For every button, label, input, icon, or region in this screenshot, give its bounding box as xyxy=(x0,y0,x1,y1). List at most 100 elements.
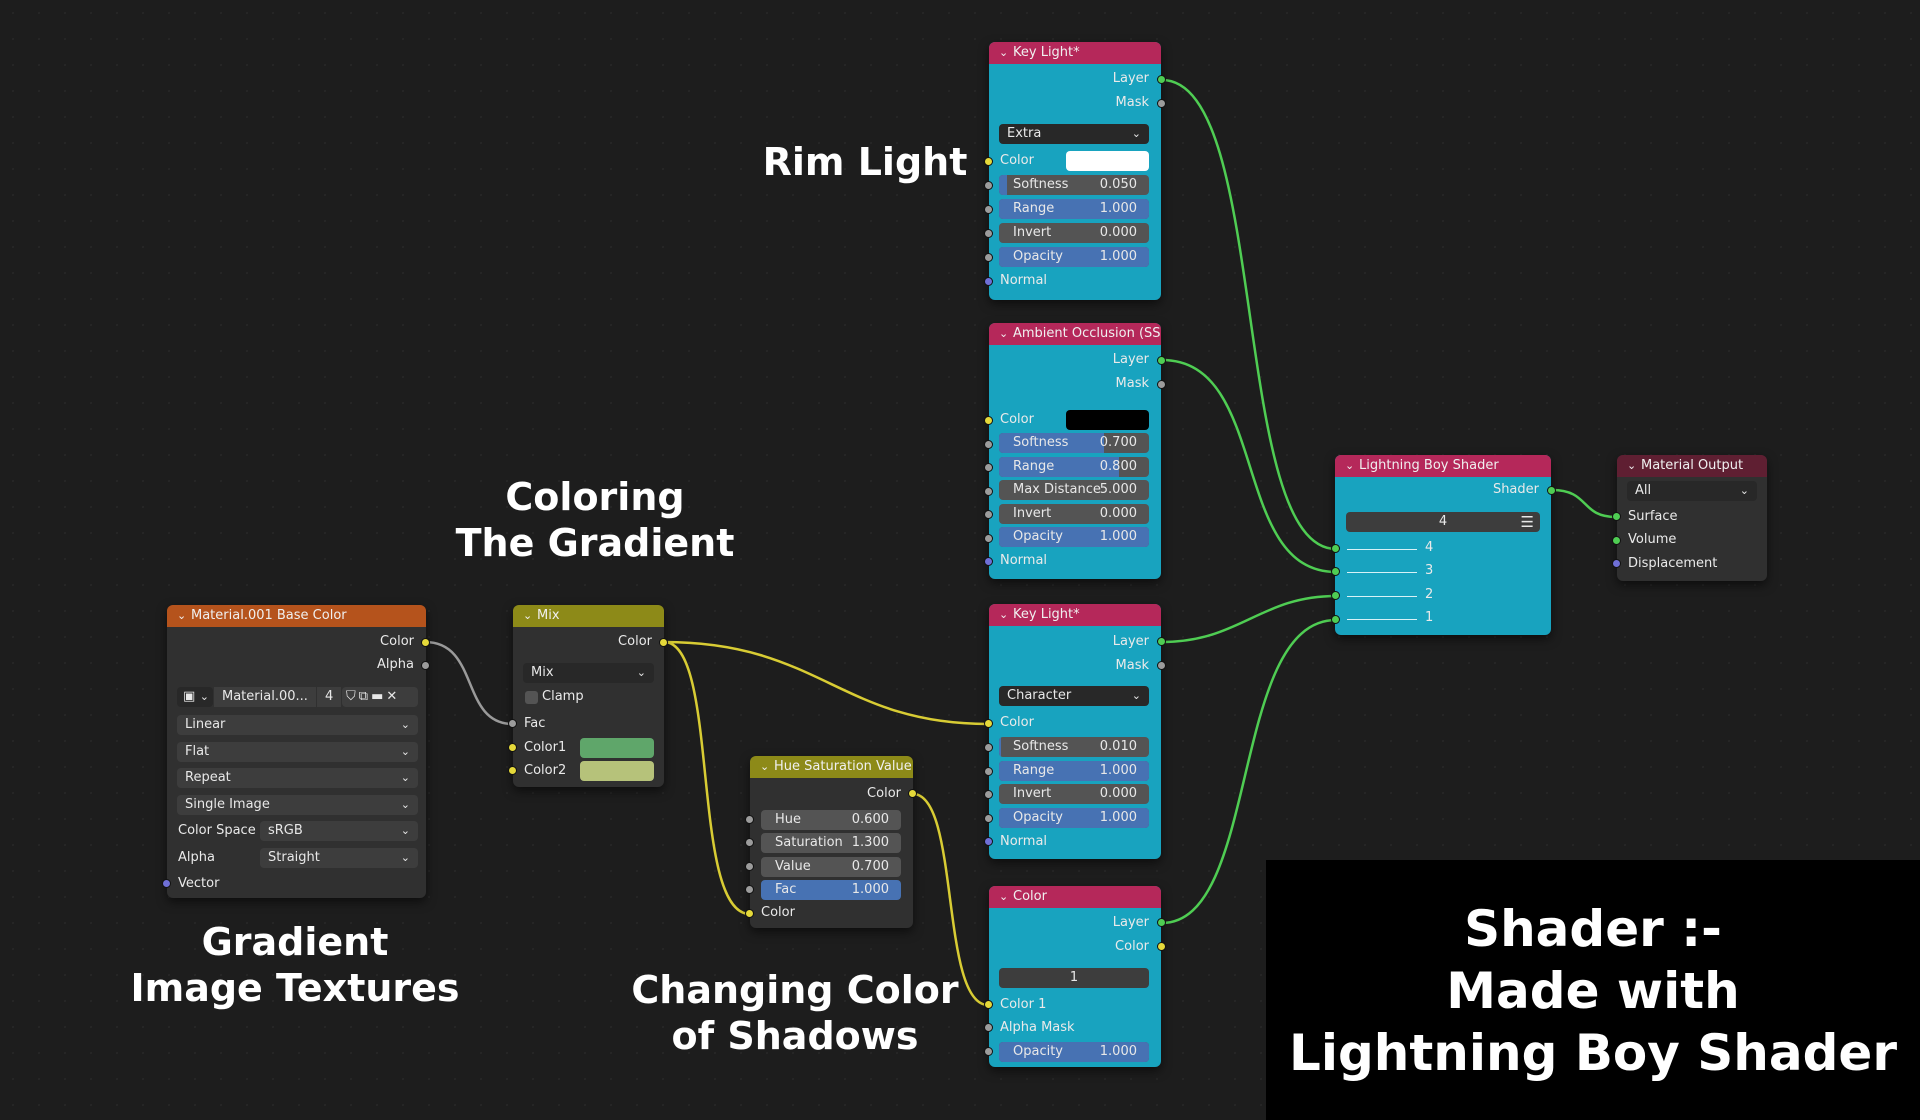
folder-icon[interactable]: ▬ xyxy=(371,689,387,704)
color-layer-node[interactable]: ⌄Color Layer Color 1 Color 1 Alpha Mask … xyxy=(989,886,1161,1067)
image-texture-node[interactable]: ⌄Material.001 Base Color Color Alpha ▣⌄ … xyxy=(167,605,426,898)
collapse-chevron-icon[interactable]: ⌄ xyxy=(999,890,1009,903)
image-texture-header[interactable]: ⌄Material.001 Base Color xyxy=(167,605,426,627)
ao-normal-input-socket[interactable] xyxy=(984,557,993,566)
image-color-output-socket[interactable] xyxy=(421,638,430,647)
hsv-value-input-socket[interactable] xyxy=(745,862,754,871)
color-node-opacity-input-socket[interactable] xyxy=(984,1047,993,1056)
key-light-rim-layer-output-socket[interactable] xyxy=(1157,75,1166,84)
extension-select[interactable]: Repeat⌄ xyxy=(177,768,418,788)
collapse-chevron-icon[interactable]: ⌄ xyxy=(523,609,533,622)
ao-mask-output-socket[interactable] xyxy=(1157,380,1166,389)
hsv-color-input-socket[interactable] xyxy=(745,909,754,918)
interpolation-select[interactable]: Linear⌄ xyxy=(177,715,418,735)
hsv-fac-input-socket[interactable] xyxy=(745,885,754,894)
ambient-occlusion-header[interactable]: ⌄Ambient Occlusion (SS) xyxy=(989,323,1161,345)
collapse-chevron-icon[interactable]: ⌄ xyxy=(999,327,1009,340)
lbs-input-2-socket[interactable] xyxy=(1331,591,1340,600)
output-volume-input-socket[interactable] xyxy=(1612,536,1621,545)
hsv-color-output-socket[interactable] xyxy=(908,789,917,798)
material-output-node[interactable]: ⌄Material Output All⌄ Surface Volume Dis… xyxy=(1617,455,1767,581)
collapse-chevron-icon[interactable]: ⌄ xyxy=(1345,459,1355,472)
light-mode-select[interactable]: Extra⌄ xyxy=(999,124,1149,144)
key-light-node-character[interactable]: ⌄Key Light* Layer Mask Character⌄ Color … xyxy=(989,604,1161,859)
collapse-chevron-icon[interactable]: ⌄ xyxy=(999,46,1009,59)
color-space-select[interactable]: sRGB⌄ xyxy=(260,821,418,841)
key-light-rim-color-input-socket[interactable] xyxy=(984,157,993,166)
ao-color-input-socket[interactable] xyxy=(984,416,993,425)
duplicate-icon[interactable]: ⧉ xyxy=(358,689,372,704)
lbs-input-3-socket[interactable] xyxy=(1331,567,1340,576)
projection-select[interactable]: Flat⌄ xyxy=(177,742,418,762)
key-light-rim-normal-input-socket[interactable] xyxy=(984,277,993,286)
hsv-saturation-input-socket[interactable] xyxy=(745,838,754,847)
ao-layer-output-socket[interactable] xyxy=(1157,356,1166,365)
collapse-chevron-icon[interactable]: ⌄ xyxy=(177,609,187,622)
lightning-boy-shader-header[interactable]: ⌄Lightning Boy Shader xyxy=(1335,455,1551,477)
key-light-header[interactable]: ⌄Key Light* xyxy=(989,42,1161,64)
color2-swatch[interactable] xyxy=(580,761,654,781)
lbs-input-4-socket[interactable] xyxy=(1331,544,1340,553)
key-light-char-mask-output-socket[interactable] xyxy=(1157,661,1166,670)
collapse-chevron-icon[interactable]: ⌄ xyxy=(1627,459,1637,472)
key-light-rim-invert-input-socket[interactable] xyxy=(984,229,993,238)
color-swatch-white[interactable] xyxy=(1066,151,1149,171)
key-light-char-layer-output-socket[interactable] xyxy=(1157,637,1166,646)
ao-opacity-input-socket[interactable] xyxy=(984,534,993,543)
color-swatch-black[interactable] xyxy=(1066,410,1149,430)
mix-color-output-socket[interactable] xyxy=(659,638,668,647)
color-node-layer-output-socket[interactable] xyxy=(1157,918,1166,927)
render-target-select[interactable]: All⌄ xyxy=(1627,481,1757,501)
layer-count-field[interactable]: 4☰ xyxy=(1346,512,1540,532)
image-name-field[interactable]: Material.00... xyxy=(214,687,316,707)
layer-count-field[interactable]: 1 xyxy=(999,968,1149,988)
key-light-rim-softness-input-socket[interactable] xyxy=(984,181,993,190)
key-light-rim-opacity-input-socket[interactable] xyxy=(984,253,993,262)
color-layer-header[interactable]: ⌄Color xyxy=(989,886,1161,908)
key-light-char-invert-input-socket[interactable] xyxy=(984,790,993,799)
lightning-boy-shader-node[interactable]: ⌄Lightning Boy Shader Shader 4☰ 4 3 2 1 xyxy=(1335,455,1551,635)
material-output-header[interactable]: ⌄Material Output xyxy=(1617,455,1767,477)
mix-color2-input-socket[interactable] xyxy=(508,766,517,775)
image-users-count[interactable]: 4 xyxy=(317,687,341,707)
lbs-input-1-socket[interactable] xyxy=(1331,615,1340,624)
color1-swatch[interactable] xyxy=(580,738,654,758)
key-light-char-color-input-socket[interactable] xyxy=(984,719,993,728)
image-alpha-output-socket[interactable] xyxy=(421,661,430,670)
image-vector-input-socket[interactable] xyxy=(162,879,171,888)
list-menu-icon[interactable]: ☰ xyxy=(1520,513,1534,531)
lbs-shader-output-socket[interactable] xyxy=(1547,486,1556,495)
ao-max-distance-input-socket[interactable] xyxy=(984,487,993,496)
mix-fac-input-socket[interactable] xyxy=(508,719,517,728)
hsv-header[interactable]: ⌄Hue Saturation Value xyxy=(750,756,913,778)
output-surface-input-socket[interactable] xyxy=(1612,512,1621,521)
key-light-char-range-input-socket[interactable] xyxy=(984,767,993,776)
ao-softness-input-socket[interactable] xyxy=(984,440,993,449)
color-node-color-output-socket[interactable] xyxy=(1157,942,1166,951)
image-browse-button[interactable]: ▣⌄ xyxy=(177,687,213,707)
ao-range-input-socket[interactable] xyxy=(984,463,993,472)
key-light-rim-range-input-socket[interactable] xyxy=(984,205,993,214)
fake-user-shield-icon[interactable]: ⛉ xyxy=(346,689,359,704)
key-light-header[interactable]: ⌄Key Light* xyxy=(989,604,1161,626)
mix-header[interactable]: ⌄Mix xyxy=(513,605,664,627)
key-light-rim-mask-output-socket[interactable] xyxy=(1157,99,1166,108)
key-light-node-rim[interactable]: ⌄Key Light* Layer Mask Extra⌄ Color Soft… xyxy=(989,42,1161,300)
alpha-mode-select[interactable]: Straight⌄ xyxy=(260,848,418,868)
key-light-char-softness-input-socket[interactable] xyxy=(984,743,993,752)
close-icon[interactable]: ✕ xyxy=(386,689,401,704)
